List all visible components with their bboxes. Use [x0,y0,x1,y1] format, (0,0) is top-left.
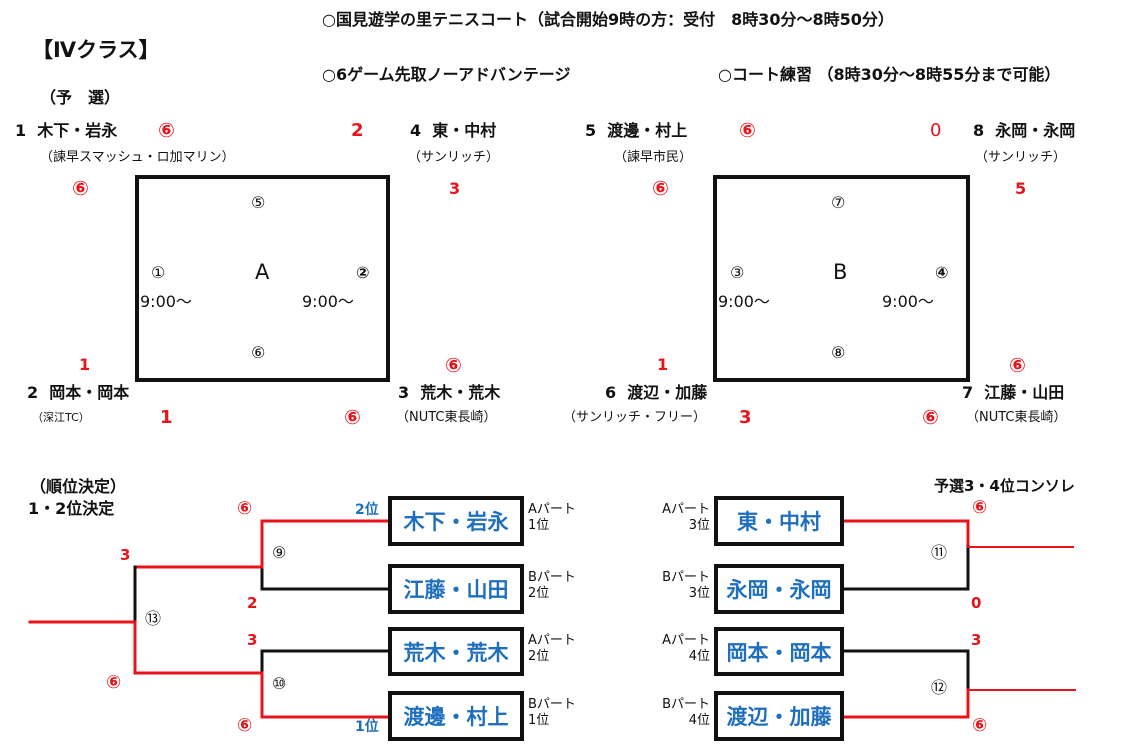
player-6-club: （サンリッチ・フリー） [563,410,707,425]
court-b-match-bottom: ⑧ [831,343,846,362]
format-note: ○6ゲーム先取ノーアドバンテージ [322,65,571,84]
match-13-number: ⑬ [145,609,162,628]
player-3-club: （NUTC東長崎） [396,410,497,425]
class-title: 【Ⅳクラス】 [32,38,160,62]
score: 0 [930,120,942,141]
practice-note: ○コート練習 （8時30分～8時55分まで可能） [718,65,1061,84]
court-a-match-bottom: ⑥ [251,343,266,362]
score: 3 [739,407,752,428]
consolation-entry-3: 岡本・岡本 [714,627,844,676]
final-result-bottom: 1位 [355,719,379,735]
prelim-label: （予 選） [40,88,121,107]
court-b-match-right: ④ [935,263,949,282]
score: ⑥ [652,176,669,200]
court-b-match-left: ③ [730,263,745,282]
score: ⑥ [922,405,939,429]
consolation-entry-1: 東・中村 [714,496,844,546]
score: 1 [160,407,173,428]
court-a-time-left: 9:00～ [140,292,192,311]
final-entry-1: 木下・岩永 [388,496,524,546]
court-a-match-left: ① [151,263,166,282]
court-a-label: A [255,260,270,284]
player-5: 5 渡邊・村上 [585,121,688,140]
player-5-club: （諫早市民） [614,150,693,165]
score: ⑥ [72,176,89,200]
score: ⑥ [344,405,361,429]
score: ⑥ [237,715,253,736]
final-title: （順位決定） [30,477,127,496]
player-3: 3 荒木・荒木 [398,383,501,402]
final-entry-2: 江藤・山田 [388,564,524,614]
match-12-number: ⑫ [931,678,948,697]
player-1: 1 木下・岩永 [15,121,118,140]
score: ⑥ [237,498,253,519]
final-entry-3: 荒木・荒木 [388,627,524,676]
court-b-box [713,175,970,382]
venue-note: ○国見遊学の里テニスコート（試合開始9時の方：受付 8時30分～8時50分） [322,10,894,29]
score: 3 [120,546,131,564]
score: 0 [971,594,982,612]
court-b-label: B [833,260,848,284]
player-4-club: （サンリッチ） [408,150,500,165]
player-2-club: （深江TC） [32,411,90,424]
score: ⑥ [158,118,175,142]
player-1-club: （諫早スマッシュ・ロ加マリン） [40,150,235,165]
player-8: 8 永岡・永岡 [973,121,1076,140]
final-subtitle: 1・2位決定 [28,499,115,518]
final-entry-4: 渡邊・村上 [388,691,524,741]
score: ⑥ [972,497,988,518]
score: ⑥ [739,118,756,142]
player-8-club: （サンリッチ） [975,150,1067,165]
court-b-time-left: 9:00～ [718,292,770,311]
player-7-club: （NUTC東長崎） [966,410,1067,425]
consolation-entry-4: 渡辺・加藤 [714,691,844,741]
score: 2 [351,120,364,141]
score: 1 [657,355,669,374]
player-6: 6 渡辺・加藤 [605,383,708,402]
player-7: 7 江藤・山田 [962,383,1065,402]
player-4: 4 東・中村 [410,121,497,140]
score: ⑥ [972,715,988,736]
score: 3 [449,179,461,198]
score: 5 [1015,179,1027,198]
consolation-title: 予選3・4位コンソレ [934,477,1075,495]
match-9-number: ⑨ [272,543,287,562]
score: 3 [247,631,258,649]
match-10-number: ⑩ [272,674,287,693]
score: 3 [971,631,982,649]
score: ⑥ [106,672,122,693]
court-a-match-right: ② [356,263,370,282]
score: ⑥ [1009,353,1026,377]
score: ⑥ [445,353,462,377]
match-11-number: ⑪ [931,543,948,562]
score: 2 [247,594,258,612]
consolation-entry-2: 永岡・永岡 [714,564,844,614]
court-a-box [135,175,390,382]
court-b-time-right: 9:00～ [882,292,934,311]
player-2: 2 岡本・岡本 [27,383,130,402]
court-a-time-right: 9:00～ [302,292,354,311]
court-b-match-top: ⑦ [831,193,846,212]
final-result-top: 2位 [355,502,379,518]
court-a-match-top: ⑤ [251,193,266,212]
score: 1 [79,355,91,374]
